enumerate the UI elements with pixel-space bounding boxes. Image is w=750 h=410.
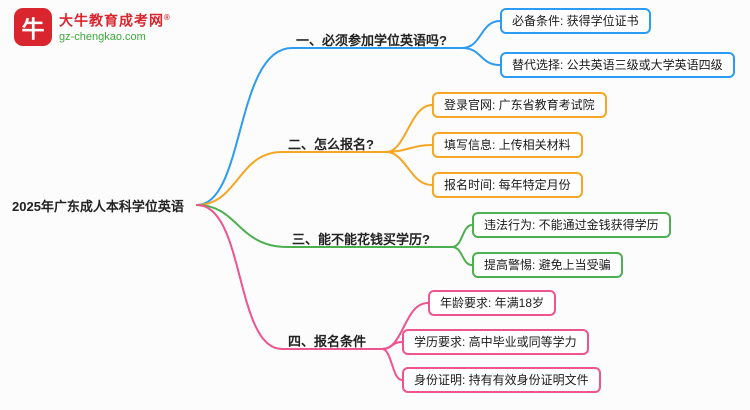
node-branch1-child2: 替代选择: 公共英语三级或大学英语四级 — [500, 52, 735, 78]
connector-branch-1 — [196, 20, 501, 206]
branch-label-2: 二、怎么报名? — [288, 137, 374, 152]
node-branch3-child2: 提高警惕: 避免上当受骗 — [472, 252, 623, 278]
branch-label-3: 三、能不能花钱买学历? — [292, 232, 430, 247]
node-branch2-child1: 登录官网: 广东省教育考试院 — [432, 92, 607, 118]
node-branch2-child3: 报名时间: 每年特定月份 — [432, 172, 583, 198]
branch-label-4: 四、报名条件 — [288, 334, 367, 349]
branch-label-1: 一、必须参加学位英语吗? — [296, 33, 447, 48]
node-branch4-child1: 年龄要求: 年满18岁 — [428, 290, 557, 316]
connector-branch-4 — [196, 204, 429, 381]
bull-glyph: 牛 — [21, 16, 45, 42]
node-branch2-child2: 填写信息: 上传相关材料 — [432, 132, 583, 158]
site-logo[interactable]: 牛 大牛教育成考网® gz-chengkao.com — [14, 8, 171, 46]
node-branch4-child3: 身份证明: 持有有效身份证明文件 — [402, 367, 601, 393]
connector-branch-3 — [196, 204, 473, 266]
root-topic: 2025年广东成人本科学位英语 — [12, 199, 184, 214]
node-branch1-child1: 必备条件: 获得学位证书 — [500, 8, 651, 34]
bull-logo-icon: 牛 — [14, 8, 52, 46]
registered-mark: ® — [164, 13, 171, 23]
site-name: 大牛教育成考网® — [59, 12, 171, 29]
node-branch3-child1: 违法行为: 不能通过金钱获得学历 — [472, 212, 671, 238]
connector-branch-2 — [196, 104, 433, 206]
logo-text-block: 大牛教育成考网® gz-chengkao.com — [59, 9, 171, 45]
node-branch4-child2: 学历要求: 高中毕业或同等学力 — [402, 329, 589, 355]
site-url: gz-chengkao.com — [59, 30, 146, 43]
